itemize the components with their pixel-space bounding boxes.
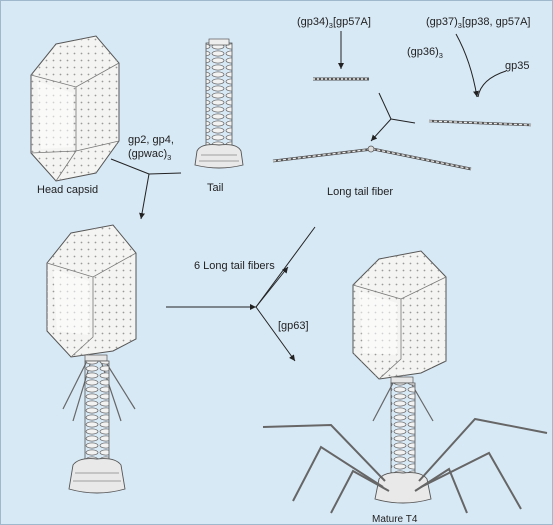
label-gp37: (gp37)3[gp38, gp57A] <box>426 16 530 30</box>
label-mature-t4: Mature T4 <box>372 514 418 525</box>
tail-illustration <box>195 39 243 168</box>
label-gp34: (gp34)3[gp57A] <box>297 16 371 30</box>
label-head-capsid: Head capsid <box>37 184 98 196</box>
label-gp63: [gp63] <box>278 320 309 332</box>
label-gp2-gp4: gp2, gp4, <box>128 134 174 146</box>
mature-t4-illustration <box>263 251 547 513</box>
label-long-tail-fiber: Long tail fiber <box>327 186 393 198</box>
head-tail-intermediate <box>47 225 136 493</box>
label-six-long-tail-fibers: 6 Long tail fibers <box>194 260 275 272</box>
label-tail: Tail <box>207 182 224 194</box>
fiber-segments <box>273 79 531 169</box>
label-gp36: (gp36)3 <box>407 46 443 60</box>
head-capsid-illustration <box>31 36 119 181</box>
label-gp35: gp35 <box>505 60 529 72</box>
arrows <box>111 31 506 361</box>
label-gpwac: (gpwac)3 <box>128 148 171 162</box>
